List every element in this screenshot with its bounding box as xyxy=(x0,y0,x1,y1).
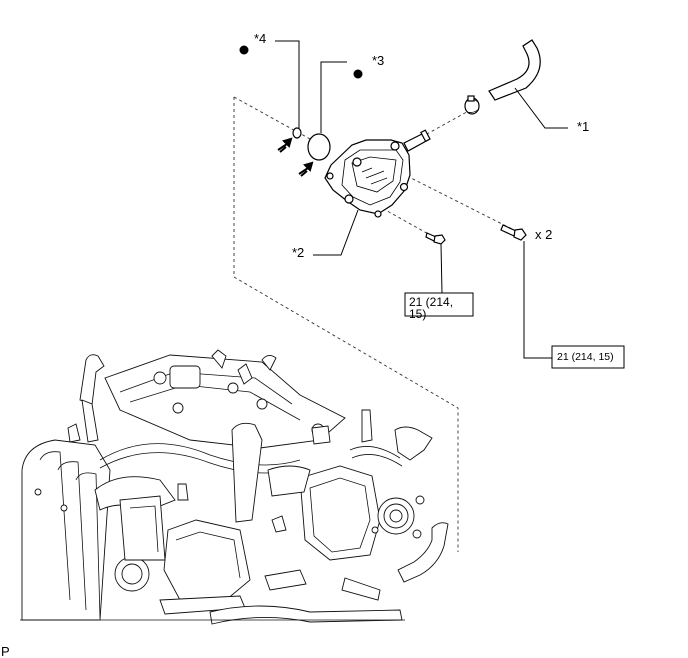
vacuum-pump xyxy=(324,129,431,218)
torque-value: 21 (214, 15) xyxy=(557,351,614,363)
vacuum-hose xyxy=(488,39,541,101)
callout-4: *4 xyxy=(254,31,266,46)
non-reusable-marker-icon xyxy=(239,45,249,55)
small-o-ring xyxy=(292,127,302,139)
hose-clamp xyxy=(464,95,480,115)
bolt-right xyxy=(500,224,527,241)
install-arrow-icon xyxy=(277,137,314,177)
callout-1: *1 xyxy=(577,119,589,134)
torque-value-line2: 15) xyxy=(409,307,426,321)
quantity-label: x 2 xyxy=(535,227,552,242)
leader-lines xyxy=(275,40,568,359)
corner-mark: P xyxy=(1,644,10,658)
bolt-left xyxy=(425,232,446,245)
callout-3: *3 xyxy=(372,53,384,68)
torque-box-right: 21 (214, 15) xyxy=(551,345,625,369)
engine-assembly xyxy=(20,349,449,625)
callout-2: *2 xyxy=(292,245,304,260)
torque-value-line1: 21 (214, xyxy=(409,295,453,309)
torque-box-left: 21 (214, 15) xyxy=(404,292,474,321)
non-reusable-marker-icon xyxy=(353,69,363,79)
large-o-ring xyxy=(307,133,331,161)
assembly-guide-lines xyxy=(345,107,515,237)
